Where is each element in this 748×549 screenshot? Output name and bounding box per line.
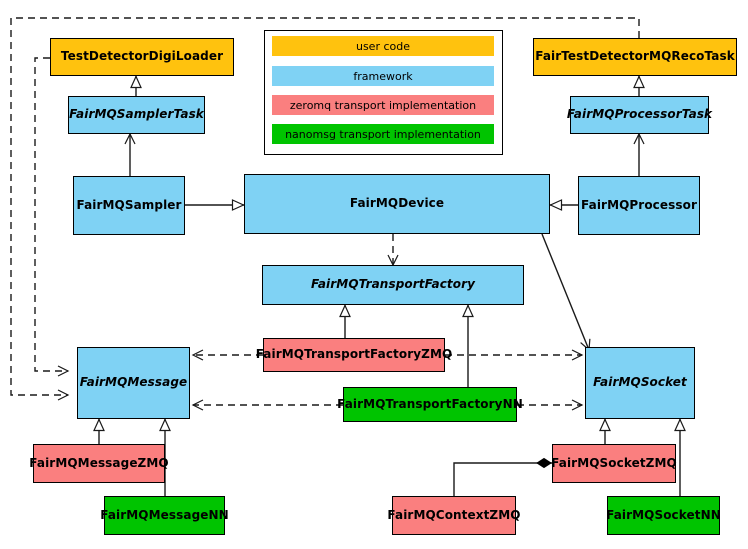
- legend-item-zeromq: zeromq transport implementation: [272, 95, 494, 115]
- class-label-fairmq-transport-factory: FairMQTransportFactory: [310, 277, 476, 292]
- legend-label-zeromq: zeromq transport implementation: [289, 98, 477, 112]
- class-box-fairmq-processor[interactable]: FairMQProcessor: [578, 176, 700, 235]
- class-label-fairmq-message-nn: FairMQMessageNN: [100, 507, 229, 522]
- class-label-fairmq-socket-zmq: FairMQSocketZMQ: [551, 455, 677, 470]
- legend-label-framework: framework: [353, 69, 413, 83]
- legend-label-user-code: user code: [355, 39, 411, 53]
- class-box-fairmq-message-nn[interactable]: FairMQMessageNN: [100, 496, 229, 535]
- class-box-fairmq-transport-factory-zmq[interactable]: FairMQTransportFactoryZMQ: [256, 338, 452, 372]
- class-box-fairmq-message-zmq[interactable]: FairMQMessageZMQ: [29, 444, 169, 483]
- legend-item-user-code: user code: [272, 36, 494, 56]
- class-label-fairmq-sampler-task: FairMQSamplerTask: [69, 107, 204, 122]
- class-label-fairmq-sampler: FairMQSampler: [76, 197, 182, 212]
- legend-item-nanomsg: nanomsg transport implementation: [272, 124, 494, 144]
- class-box-fairmq-transport-factory[interactable]: FairMQTransportFactory: [262, 265, 524, 305]
- legend-item-framework: framework: [272, 66, 494, 86]
- class-label-fairmq-socket: FairMQSocket: [593, 375, 687, 390]
- class-box-test-detector-digi-loader[interactable]: TestDetectorDigiLoader: [50, 38, 234, 76]
- class-label-fairmq-device: FairMQDevice: [349, 196, 445, 211]
- class-label-fairmq-processor: FairMQProcessor: [581, 197, 697, 212]
- class-box-fairmq-sampler[interactable]: FairMQSampler: [73, 176, 185, 235]
- class-box-fair-test-detector-mq-reco-task[interactable]: FairTestDetectorMQRecoTask: [533, 38, 737, 76]
- class-label-fairmq-message-zmq: FairMQMessageZMQ: [29, 455, 169, 470]
- edge-device-to-socket: [541, 233, 589, 350]
- legend-label-nanomsg: nanomsg transport implementation: [285, 127, 481, 141]
- class-label-fairmq-transport-factory-nn: FairMQTransportFactoryNN: [337, 396, 523, 411]
- class-box-fairmq-socket[interactable]: FairMQSocket: [585, 347, 695, 419]
- class-box-fairmq-processor-task[interactable]: FairMQProcessorTask: [566, 96, 713, 134]
- class-label-fairmq-context-zmq: FairMQContextZMQ: [387, 507, 521, 522]
- class-box-fairmq-device[interactable]: FairMQDevice: [244, 174, 550, 234]
- class-box-fairmq-transport-factory-nn[interactable]: FairMQTransportFactoryNN: [337, 387, 523, 422]
- class-label-fairmq-transport-factory-zmq: FairMQTransportFactoryZMQ: [255, 347, 453, 362]
- edge-socket-zmq-to-context-zmq: [453, 457, 552, 496]
- class-box-fairmq-message[interactable]: FairMQMessage: [77, 347, 190, 419]
- class-box-fairmq-socket-zmq[interactable]: FairMQSocketZMQ: [551, 444, 677, 483]
- class-label-fairmq-socket-nn: FairMQSocketNN: [606, 507, 721, 522]
- class-label-fairmq-processor-task: FairMQProcessorTask: [566, 107, 713, 122]
- class-box-fairmq-sampler-task[interactable]: FairMQSamplerTask: [68, 96, 205, 134]
- edge-digi-loader-to-message: [34, 57, 68, 371]
- class-box-fairmq-context-zmq[interactable]: FairMQContextZMQ: [387, 496, 520, 535]
- class-label-test-detector-digi-loader: TestDetectorDigiLoader: [60, 49, 224, 64]
- class-label-fair-test-detector-mq-reco-task: FairTestDetectorMQRecoTask: [535, 49, 735, 64]
- class-box-fairmq-socket-nn[interactable]: FairMQSocketNN: [606, 496, 721, 535]
- class-label-fairmq-message: FairMQMessage: [79, 375, 188, 390]
